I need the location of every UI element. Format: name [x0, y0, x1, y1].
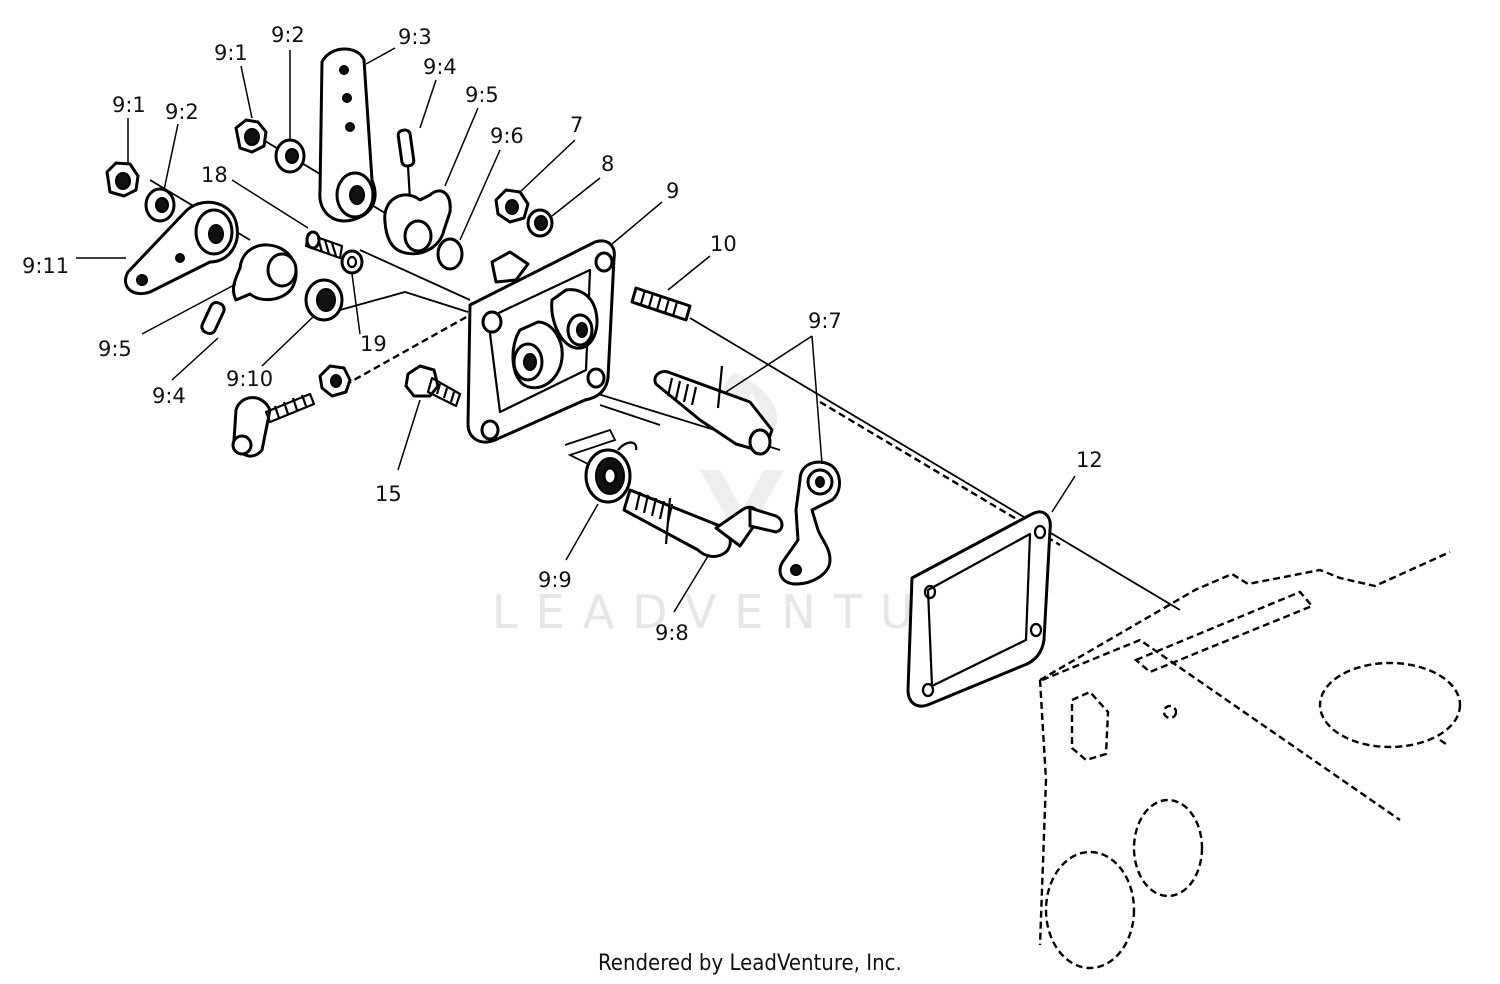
footer-credit: Rendered by LeadVenture, Inc. [598, 951, 902, 976]
callout-9-6: 9:6 [490, 124, 524, 148]
callout-9-2-lower: 9:2 [165, 100, 199, 124]
throttle-lever-9-3 [318, 47, 377, 223]
callout-9-1-lower: 9:1 [112, 93, 146, 117]
lower-nut-washer [105, 161, 176, 223]
callout-9-10: 9:10 [226, 367, 273, 391]
lower-collar-pin [200, 243, 298, 335]
callout-15: 15 [375, 482, 402, 506]
stud-10 [630, 286, 692, 322]
callout-9-2-upper: 9:2 [271, 23, 305, 47]
spring-gear-9-9 [584, 441, 638, 504]
governor-shaft-9-7 [653, 365, 774, 456]
callout-9: 9 [666, 179, 679, 203]
callout-7: 7 [570, 113, 583, 137]
callout-labels: 9:1 9:2 9:3 9:4 9:5 9:6 7 8 9 9:1 9:2 18… [22, 23, 1103, 645]
governor-arm-9-7 [778, 460, 841, 586]
nut-7-washer-8 [494, 188, 554, 238]
callout-9-1-upper: 9:1 [214, 41, 248, 65]
callout-12: 12 [1076, 448, 1103, 472]
callout-10: 10 [710, 232, 737, 256]
governor-bracket-9 [466, 239, 616, 444]
callout-19: 19 [360, 332, 387, 356]
callout-9-3: 9:3 [398, 25, 432, 49]
bolt-15 [404, 364, 462, 408]
leader-lines [76, 47, 1076, 613]
callout-9-4-upper: 9:4 [423, 55, 457, 79]
screw-18-washer-19 [304, 230, 364, 275]
callout-9-7: 9:7 [808, 309, 842, 333]
adjustment-screw [231, 364, 352, 458]
callout-9-4-lower: 9:4 [152, 384, 186, 408]
callout-18: 18 [201, 163, 228, 187]
callout-9-5-upper: 9:5 [465, 83, 499, 107]
gasket-12 [906, 510, 1052, 708]
callout-9-5-lower: 9:5 [98, 337, 132, 361]
upper-nut-washer [234, 118, 306, 174]
callout-9-8: 9:8 [655, 621, 689, 645]
crank-shaft-9-8 [622, 488, 784, 558]
callout-9-9: 9:9 [538, 568, 572, 592]
bushing-9-10 [304, 278, 344, 322]
callout-9-11: 9:11 [22, 254, 69, 278]
lower-lever-9-11 [124, 200, 239, 295]
callout-8: 8 [601, 152, 614, 176]
upper-pin-collar [383, 128, 464, 271]
engine-block [1038, 550, 1462, 970]
